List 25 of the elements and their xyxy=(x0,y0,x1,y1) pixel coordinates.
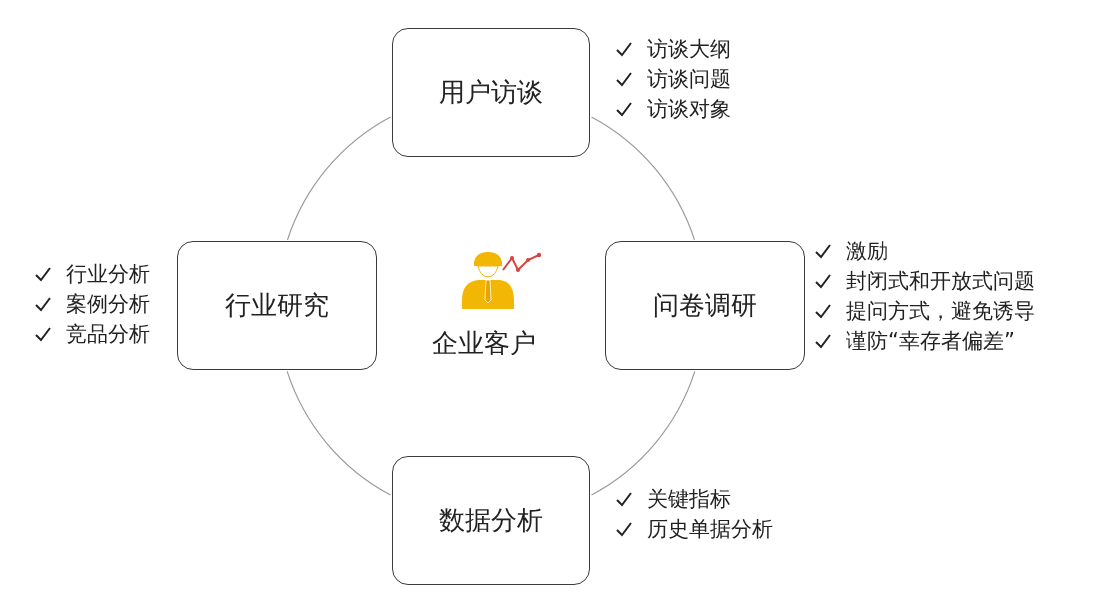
cycle-arc xyxy=(590,116,696,241)
box-label: 行业研究 xyxy=(225,289,329,322)
checklist-item: 竞品分析 xyxy=(66,321,150,348)
process-box xyxy=(605,241,805,370)
box-label: 数据分析 xyxy=(439,504,543,537)
checklist-item: 关键指标 xyxy=(647,486,731,513)
cycle-arc xyxy=(286,370,392,496)
box-label: 问卷调研 xyxy=(653,289,757,322)
process-box xyxy=(392,456,590,585)
checklist-item: 提问方式，避免诱导 xyxy=(846,298,1035,325)
cycle-arc xyxy=(590,370,696,496)
checklist-item: 谨防“幸存者偏差” xyxy=(846,328,1015,355)
checklist-item: 行业分析 xyxy=(66,261,150,288)
center-label: 企业客户 xyxy=(432,327,536,360)
checklist-item: 激励 xyxy=(846,238,888,265)
checklist-item: 访谈问题 xyxy=(647,66,731,93)
process-box xyxy=(177,241,377,370)
box-label: 用户访谈 xyxy=(439,76,543,109)
checklist-item: 访谈大纲 xyxy=(647,36,731,63)
checklist-item: 案例分析 xyxy=(66,291,150,318)
cycle-arc xyxy=(286,116,392,241)
process-box xyxy=(392,28,590,157)
checklist-item: 访谈对象 xyxy=(647,96,731,123)
checklist-item: 历史单据分析 xyxy=(647,516,773,543)
checklist-item: 封闭式和开放式问题 xyxy=(846,268,1035,295)
